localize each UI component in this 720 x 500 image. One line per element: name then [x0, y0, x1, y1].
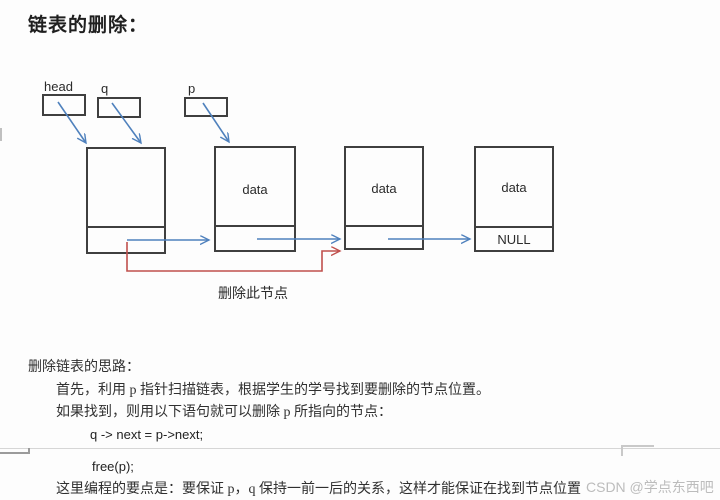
page-margin-mark-left: [0, 452, 29, 454]
diagram-caption: 删除此节点: [218, 286, 288, 302]
pointer-label-q: q: [101, 81, 108, 96]
page-margin-mark-left-tick: [28, 448, 30, 454]
node4-data-label: data: [501, 180, 527, 195]
code-line-free: free(p);: [92, 459, 134, 474]
page-title: 链表的删除：: [28, 15, 149, 36]
node1-box: [86, 147, 166, 254]
notes-heading: 删除链表的思路：: [28, 360, 140, 375]
pointer-box-head: [42, 94, 86, 116]
p-to-node2-arrow: [202, 102, 229, 142]
node2-box: [214, 146, 296, 252]
linked-list-deletion-diagram: head q p data data data NULL 删除此节点: [42, 79, 554, 302]
pointer-box-q: [97, 97, 141, 118]
node3-box: [344, 146, 424, 250]
notes-line-2: 如果找到，则用以下语句就可以删除 p 所指向的节点：: [56, 405, 392, 420]
page-margin-mark-right-tick: [621, 445, 623, 456]
pointer-label-head: head: [44, 79, 73, 94]
q-to-node1-arrow: [111, 102, 141, 143]
notes-line-1: 首先，利用 p 指针扫描链表，根据学生的学号找到要删除的节点位置。: [56, 383, 490, 398]
csdn-watermark: CSDN @学点东西吧: [586, 479, 714, 495]
relink-bypass-arrow: [126, 242, 340, 272]
page-margin-mark-right: [621, 445, 654, 447]
node4-null-label: NULL: [497, 232, 530, 247]
code-line-next-assign: q -> next = p->next;: [90, 427, 204, 442]
node2-data-label: data: [242, 182, 268, 197]
head-to-node1-arrow: [57, 101, 86, 143]
node3-data-label: data: [371, 181, 397, 196]
page-break-line: [0, 448, 720, 449]
left-edge-artifact: [0, 128, 2, 141]
node4-box: [474, 146, 554, 252]
pointer-label-p: p: [188, 81, 195, 96]
notes-line-3: 这里编程的要点是：要保证 p，q 保持一前一后的关系，这样才能保证在找到节点位置: [56, 482, 581, 497]
